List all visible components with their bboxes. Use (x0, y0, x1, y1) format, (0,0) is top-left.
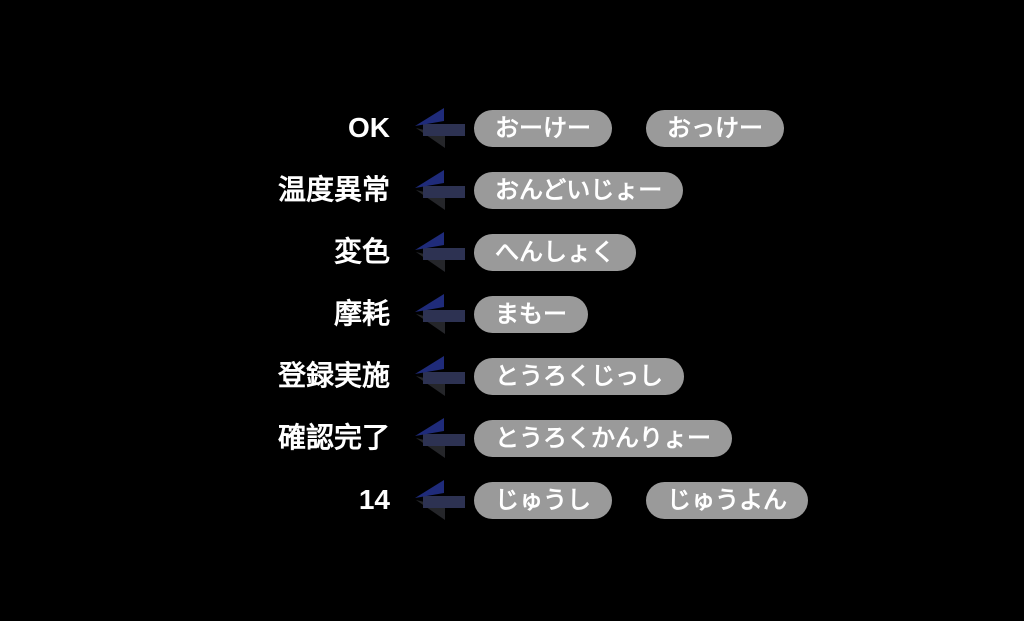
reading-pill-group: へんしょく (474, 234, 636, 271)
word-label: 摩耗 (333, 298, 390, 329)
reading-pill-group: じゅうしじゅうよん (474, 482, 808, 519)
left-arrow-icon (415, 108, 465, 148)
reading-pill: へんしょく (474, 234, 636, 271)
arrow-shaft-face (423, 496, 465, 508)
mapping-row: 確認完了 とうろくかんりょー (275, 418, 808, 458)
arrow-head-face (415, 232, 444, 250)
arrow-head-face (415, 108, 444, 126)
word-label: OK (348, 112, 390, 143)
word-label: 温度異常 (277, 174, 390, 205)
reading-pill-group: おーけーおっけー (474, 110, 784, 147)
mapping-row: 変色 へんしょく (275, 232, 808, 272)
arrow-head-face (415, 294, 444, 312)
mapping-row: 摩耗 まもー (275, 294, 808, 334)
left-arrow-icon (415, 480, 465, 520)
mapping-row: 登録実施 とうろくじっし (275, 356, 808, 396)
mapping-list: OK おーけーおっけー 温度異常 おんどいじょー 変色 へんしょく 摩耗 (275, 108, 808, 542)
arrow-shaft-face (423, 248, 465, 260)
arrow-shaft-face (423, 186, 465, 198)
reading-pill: とうろくじっし (474, 358, 684, 395)
reading-pill: じゅうし (474, 482, 612, 519)
word-label: 登録実施 (277, 360, 390, 391)
reading-pill-group: まもー (474, 296, 588, 333)
reading-pill: とうろくかんりょー (474, 420, 732, 457)
reading-pill-group: とうろくじっし (474, 358, 684, 395)
reading-pill-group: おんどいじょー (474, 172, 684, 209)
arrow-shaft-face (423, 124, 465, 136)
arrow-shaft-face (423, 310, 465, 322)
left-arrow-icon (415, 418, 465, 458)
reading-pill: おっけー (646, 110, 784, 147)
left-arrow-icon (415, 232, 465, 272)
mapping-row: OK おーけーおっけー (275, 108, 808, 148)
word-label: 変色 (333, 236, 390, 267)
left-arrow-icon (415, 294, 465, 334)
left-arrow-icon (415, 356, 465, 396)
reading-pill: おんどいじょー (474, 172, 684, 209)
arrow-head-face (415, 480, 444, 498)
arrow-shaft-face (423, 434, 465, 446)
arrow-head-face (415, 418, 444, 436)
mapping-row: 温度異常 おんどいじょー (275, 170, 808, 210)
reading-pill: おーけー (474, 110, 612, 147)
left-arrow-icon (415, 170, 465, 210)
reading-pill-group: とうろくかんりょー (474, 420, 732, 457)
arrow-shaft-face (423, 372, 465, 384)
arrow-head-face (415, 170, 444, 188)
reading-pill: じゅうよん (646, 482, 808, 519)
reading-pill: まもー (474, 296, 588, 333)
arrow-head-face (415, 356, 444, 374)
word-label: 確認完了 (277, 422, 390, 453)
word-label: 14 (358, 484, 390, 515)
mapping-row: 14 じゅうしじゅうよん (275, 480, 808, 520)
